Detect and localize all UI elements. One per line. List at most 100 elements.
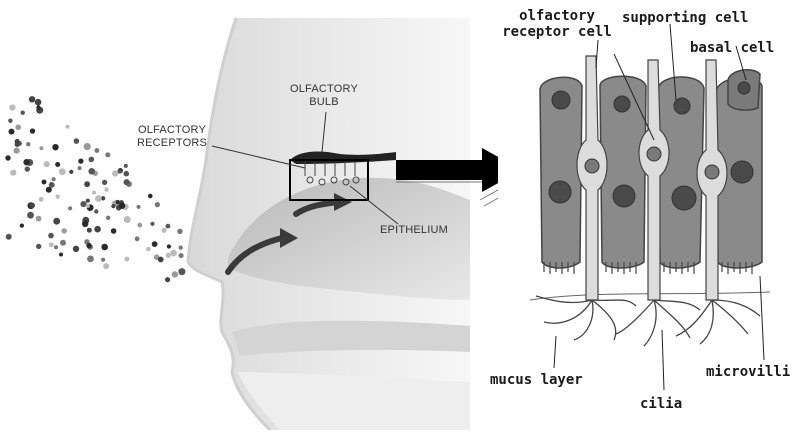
odor-particle xyxy=(101,244,108,251)
supporting-cell-label-text: supporting cell xyxy=(622,10,748,26)
odor-particle xyxy=(137,205,141,209)
odor-particle xyxy=(15,139,20,144)
odor-particle xyxy=(20,224,24,228)
epithelium-label-text: EPITHELIUM xyxy=(380,224,448,236)
odor-particle xyxy=(101,258,105,262)
odor-particle xyxy=(178,268,185,275)
odor-particle xyxy=(124,171,130,177)
odor-particle xyxy=(125,257,130,262)
olfactory-receptors-label-text: OLFACTORY RECEPTORS xyxy=(137,124,207,149)
epithelium-label: EPITHELIUM xyxy=(380,224,448,237)
odor-particle xyxy=(5,155,10,160)
odor-particle xyxy=(48,233,54,239)
odor-particle xyxy=(49,242,54,247)
odor-particle xyxy=(6,234,12,240)
odor-particle xyxy=(26,142,30,146)
odor-particle xyxy=(94,226,101,233)
odor-particle xyxy=(95,195,102,202)
cilia-label: cilia xyxy=(640,396,682,412)
basal-cell-label: basal cell xyxy=(690,40,774,56)
odor-particle xyxy=(44,161,50,167)
odor-particle xyxy=(84,181,90,187)
odor-particle xyxy=(150,222,154,226)
odor-particle xyxy=(61,228,66,233)
odor-particle xyxy=(106,216,110,220)
odor-particle xyxy=(56,194,60,198)
odor-particle xyxy=(69,170,73,174)
odor-particle xyxy=(42,180,47,185)
odor-particle xyxy=(78,166,82,170)
odor-particle xyxy=(9,129,15,135)
odor-particle xyxy=(166,253,171,258)
odor-particle xyxy=(36,216,42,222)
odor-particle xyxy=(155,202,160,207)
odor-particle xyxy=(14,148,20,154)
olfactory-bulb-label: OLFACTORY BULB xyxy=(282,83,366,109)
odor-particle xyxy=(25,166,30,171)
odor-particle xyxy=(135,236,140,241)
odor-particle xyxy=(124,179,130,185)
odor-particle xyxy=(104,187,108,191)
microvilli-label-text: microvilli xyxy=(706,364,790,380)
microvilli-label: microvilli xyxy=(706,364,790,380)
olfactory-receptor-cell-label-text: olfactory receptor cell xyxy=(502,8,612,40)
odor-particle xyxy=(68,206,72,210)
odor-particle xyxy=(52,177,56,181)
odor-particle xyxy=(148,194,153,199)
odor-particle xyxy=(46,187,52,193)
olfactory-receptor-cell-label: olfactory receptor cell xyxy=(500,8,614,40)
odor-particle xyxy=(103,263,109,269)
supporting-cell-label: supporting cell xyxy=(622,10,748,26)
odor-particle xyxy=(73,246,79,252)
odor-particle xyxy=(59,253,63,257)
odor-particle xyxy=(137,223,142,228)
odor-particle xyxy=(111,204,115,208)
odor-particle xyxy=(92,191,96,195)
odor-particle xyxy=(29,203,35,209)
olfactory-receptors-label: OLFACTORY RECEPTORS xyxy=(124,124,220,150)
odor-particle xyxy=(86,204,90,208)
odor-particle xyxy=(82,221,88,227)
odor-particle xyxy=(167,244,171,248)
odor-particle xyxy=(60,240,66,246)
odor-particle xyxy=(179,253,184,258)
odor-particle xyxy=(119,202,126,209)
odor-particle xyxy=(15,125,21,131)
odor-particle xyxy=(111,228,117,234)
odor-particle xyxy=(124,216,131,223)
odor-particle xyxy=(84,143,91,150)
cilia-label-text: cilia xyxy=(640,396,682,412)
odor-particle xyxy=(36,105,40,109)
odor-particle xyxy=(166,224,171,229)
odor-particle xyxy=(65,125,69,129)
odor-particle xyxy=(152,241,158,247)
odor-particle xyxy=(10,170,16,176)
odor-particle xyxy=(102,180,107,185)
odor-particle xyxy=(88,168,95,175)
odor-particle xyxy=(179,246,183,250)
odor-particle xyxy=(89,157,95,163)
odor-particle xyxy=(78,159,83,164)
odor-particle xyxy=(74,138,80,144)
odor-particle xyxy=(170,250,177,257)
odor-particle xyxy=(87,228,92,233)
odor-particle xyxy=(59,168,66,175)
odor-particle xyxy=(146,247,151,252)
odor-particle xyxy=(55,162,60,167)
odor-particle xyxy=(39,197,44,202)
odor-particle xyxy=(40,146,44,150)
odor-particle xyxy=(94,209,98,213)
odor-particle xyxy=(35,99,42,106)
mucus-layer-label-text: mucus layer xyxy=(490,372,583,388)
basal-cell-label-text: basal cell xyxy=(690,40,774,56)
odor-particle xyxy=(124,164,128,168)
odor-particle xyxy=(9,105,15,111)
odor-particle xyxy=(165,277,170,282)
odor-particle xyxy=(86,199,90,203)
epithelium-illustration xyxy=(498,6,784,422)
olfactory-bulb-label-text: OLFACTORY BULB xyxy=(290,83,358,108)
odor-particle xyxy=(162,228,167,233)
odor-particle xyxy=(27,212,34,219)
